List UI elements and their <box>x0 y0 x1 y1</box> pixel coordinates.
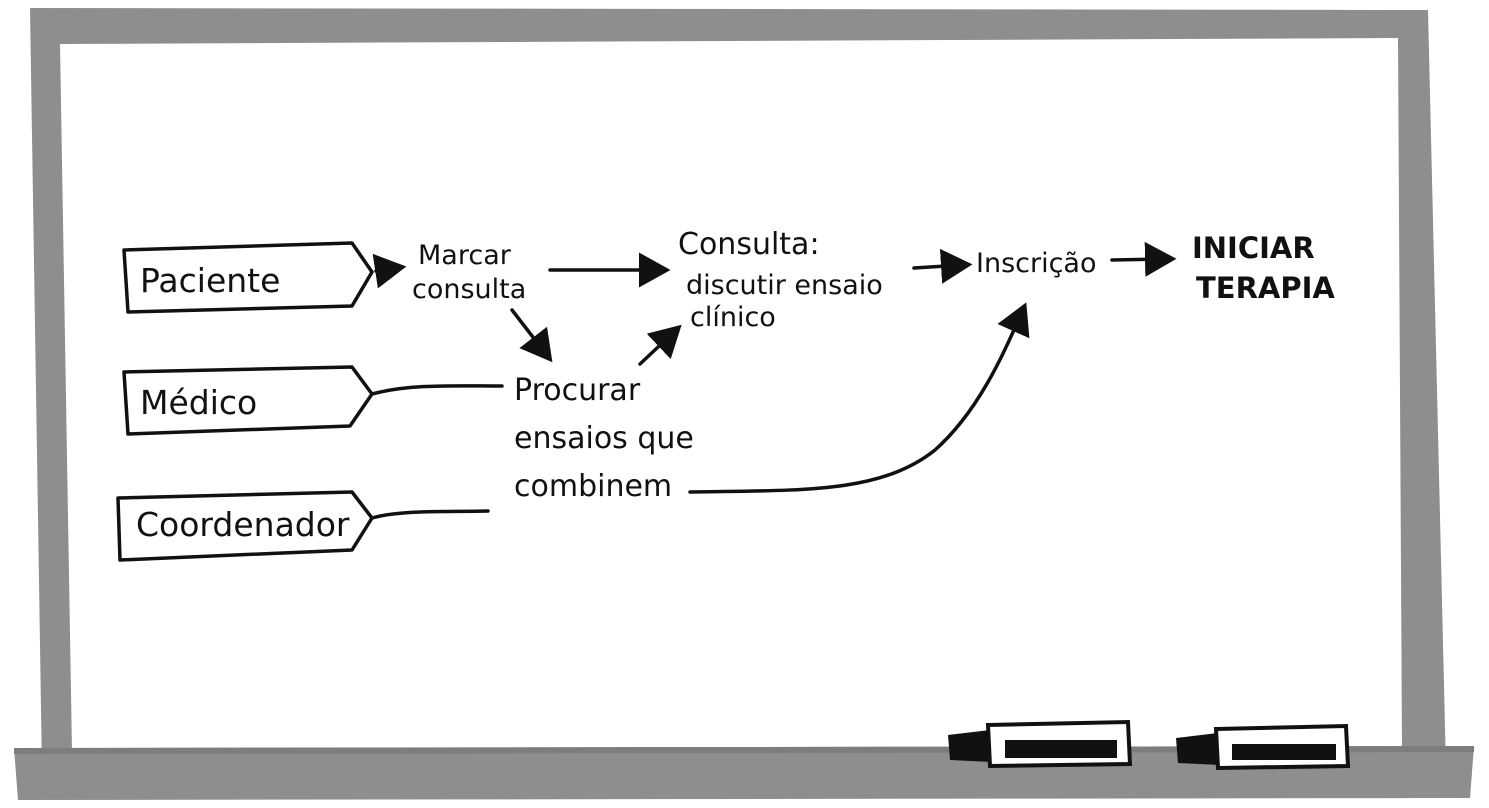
svg-text:discutir ensaio: discutir ensaio <box>686 270 883 301</box>
arrow-consulta-to-inscricao <box>912 248 973 284</box>
connectors <box>370 241 1177 520</box>
svg-text:TERAPIA: TERAPIA <box>1196 271 1335 305</box>
actor-tag-paciente: Paciente <box>122 241 374 314</box>
step-marcar-consulta: Marcar consulta <box>412 240 526 305</box>
svg-text:consulta: consulta <box>412 274 526 305</box>
step-iniciar-terapia: INICIAR TERAPIA <box>1192 231 1335 305</box>
arrow-marcar-to-procurar <box>510 308 553 363</box>
svg-text:ensaios que: ensaios que <box>514 421 694 456</box>
actor-label: Coordenador <box>136 505 350 544</box>
svg-text:combinem: combinem <box>514 469 672 504</box>
arrow-procurar-to-consulta <box>638 324 682 366</box>
line-coordenador-to-procurar <box>370 509 490 520</box>
actor-tag-coordenador: Coordenador <box>116 490 374 562</box>
marker-icon <box>1176 723 1351 771</box>
svg-text:clínico: clínico <box>690 302 776 333</box>
arrow-procurar-to-inscricao <box>688 302 1030 494</box>
arrow-paciente-to-marcar <box>372 253 407 289</box>
svg-text:Procurar: Procurar <box>514 373 641 408</box>
whiteboard-frame <box>14 8 1474 800</box>
actor-tag-medico: Médico <box>122 365 374 436</box>
svg-text:Inscrição: Inscrição <box>976 248 1097 279</box>
actor-label: Médico <box>140 383 257 422</box>
arrow-inscricao-to-iniciar <box>1110 241 1177 277</box>
actor-label: Paciente <box>140 261 280 300</box>
svg-text:Marcar: Marcar <box>418 240 512 271</box>
marker-icon <box>948 719 1133 769</box>
line-medico-to-procurar <box>370 384 504 396</box>
svg-text:INICIAR: INICIAR <box>1192 231 1315 265</box>
svg-text:Consulta:: Consulta: <box>678 227 820 262</box>
step-consulta: Consulta: discutir ensaio clínico <box>678 227 883 333</box>
step-procurar-ensaios: Procurar ensaios que combinem <box>514 373 694 504</box>
step-inscricao: Inscrição <box>976 248 1097 279</box>
